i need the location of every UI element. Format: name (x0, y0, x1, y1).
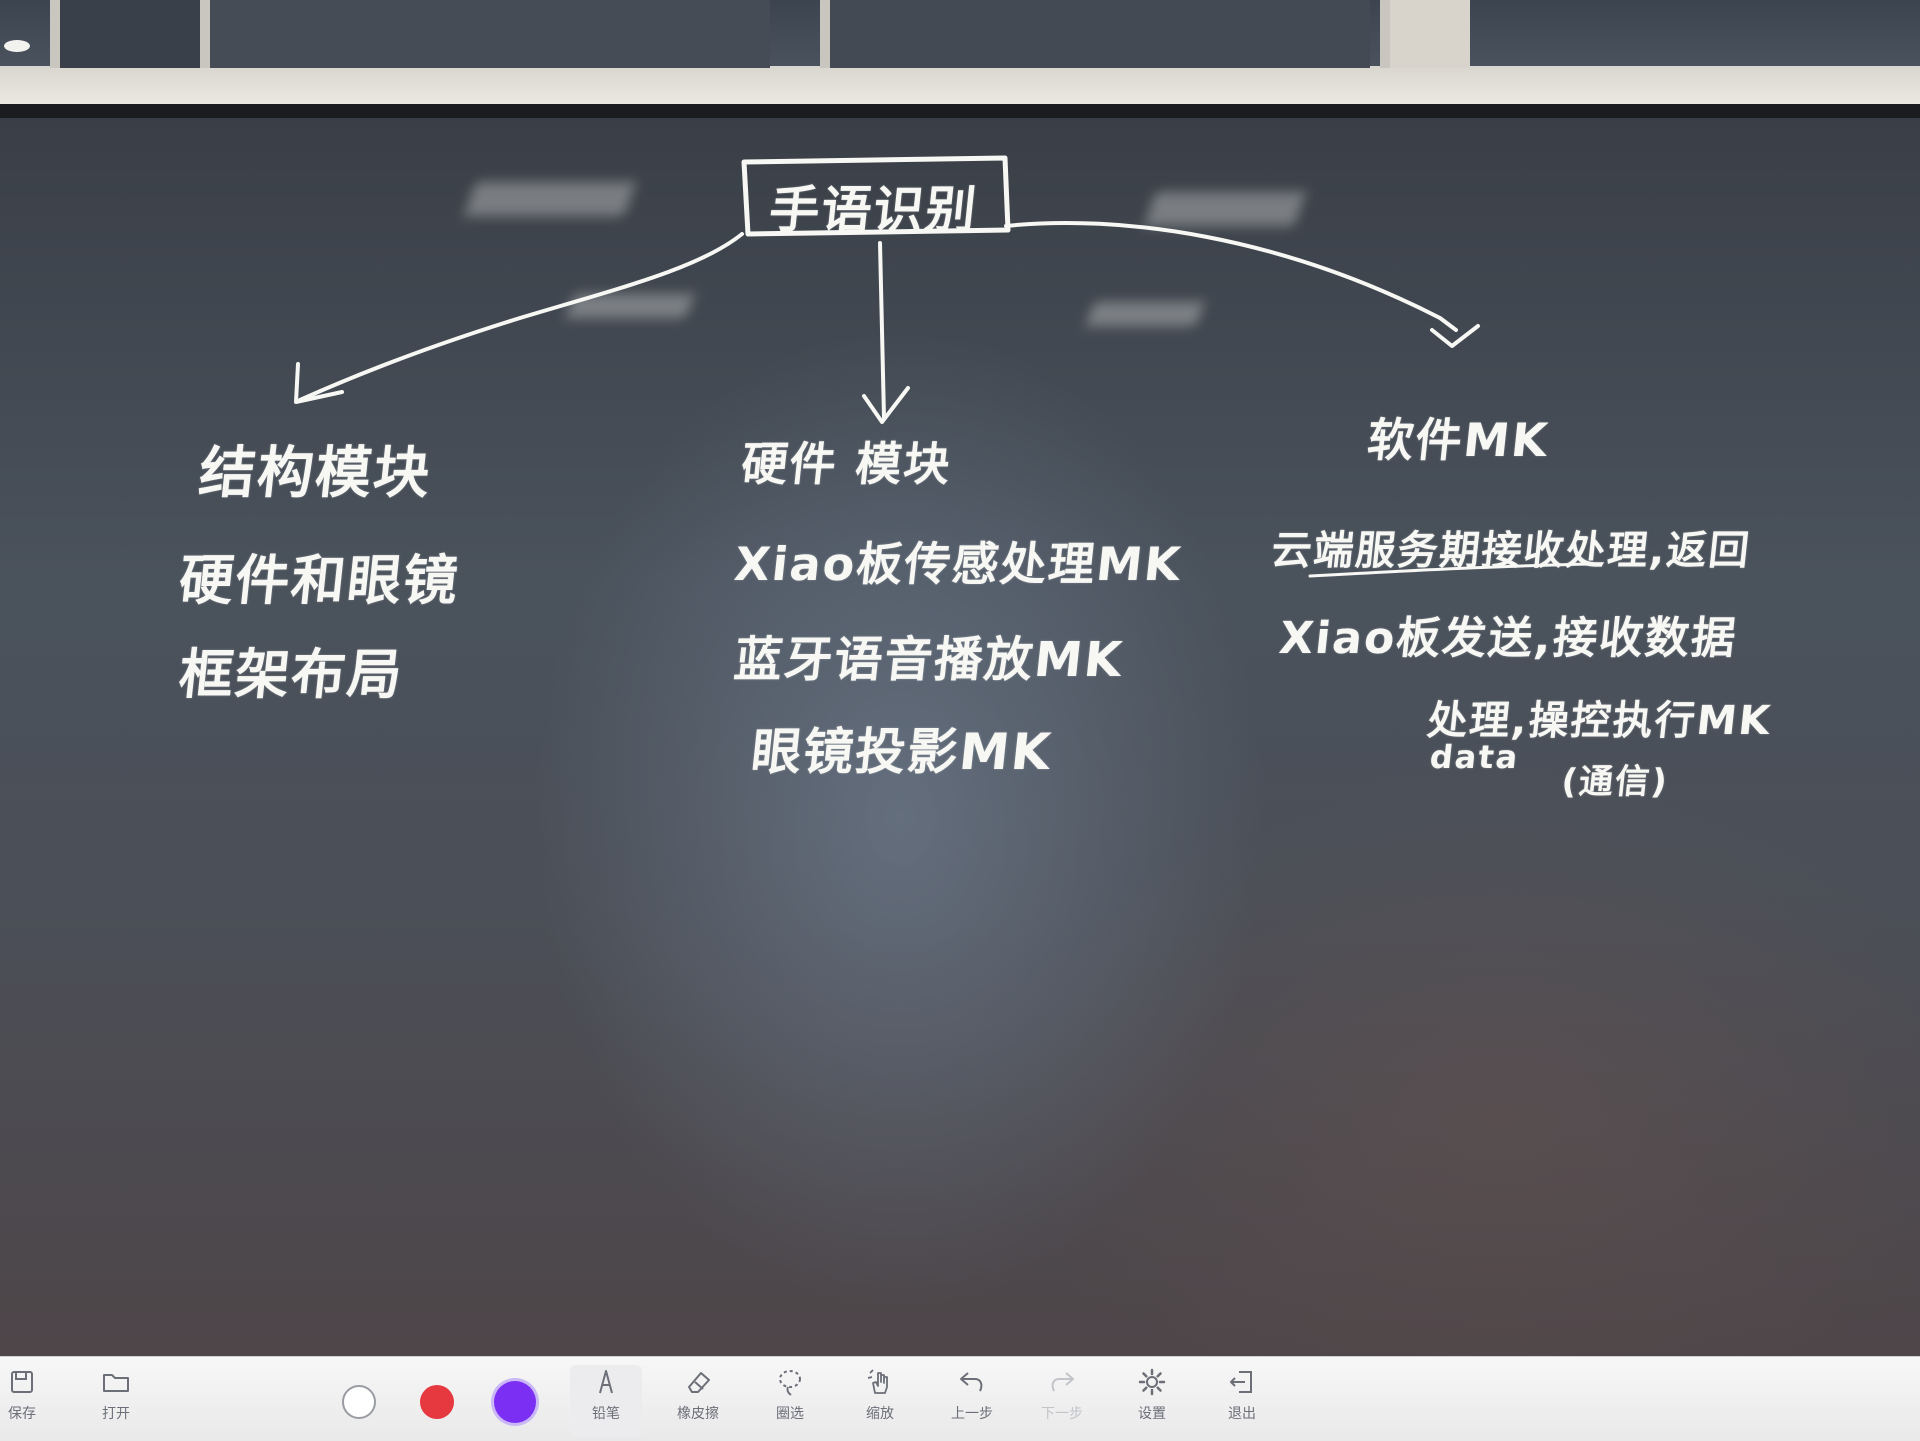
open-label: 打开 (102, 1406, 130, 1422)
hardware-line-2: 蓝牙语音播放MK (731, 632, 1127, 688)
hardware-module-header: 硬件 模块 (738, 437, 955, 491)
undo-icon (960, 1372, 983, 1392)
software-line-comm: (通信) (1559, 762, 1671, 802)
arrow-right (1004, 220, 1458, 332)
pencil-label: 铅笔 (592, 1406, 620, 1422)
structure-module-header: 结构模块 (196, 441, 435, 506)
exit-icon (1230, 1371, 1252, 1393)
save-icon (11, 1371, 33, 1393)
software-line-data: data (1428, 738, 1522, 776)
arrowhead-left (294, 362, 344, 404)
window-pane (200, 0, 770, 68)
title-box-stroke (741, 155, 1011, 237)
lasso-icon (779, 1370, 801, 1396)
pencil-tool[interactable]: 铅笔 (570, 1365, 642, 1437)
room-background (0, 0, 1920, 110)
zoom-tool[interactable]: 缩放 (844, 1365, 916, 1437)
gear-icon (1138, 1368, 1166, 1396)
ceiling-light (4, 40, 30, 52)
underline-stroke (1308, 562, 1592, 578)
pencil-icon (599, 1370, 613, 1394)
arrowhead-right (1430, 324, 1480, 348)
smart-board: 手语识别 结构模块 硬件和眼镜 框架布局 硬件 模块 Xiao板传感处理MK 蓝… (0, 104, 1920, 1440)
hardware-line-3: 眼镜投影MK (748, 723, 1056, 781)
color-swatch-purple[interactable] (494, 1381, 536, 1423)
hardware-line-1: Xiao板传感处理MK (731, 537, 1185, 591)
folder-icon (103, 1374, 129, 1392)
arrow-left (298, 232, 744, 402)
redo-button[interactable]: 下一步 (1026, 1365, 1098, 1437)
undo-label: 上一步 (951, 1406, 993, 1422)
window-pane (50, 0, 200, 68)
zoom-label: 缩放 (866, 1406, 894, 1422)
save-button[interactable]: 保存 (0, 1365, 58, 1437)
lasso-tool[interactable]: 圈选 (754, 1365, 826, 1437)
save-label: 保存 (8, 1406, 36, 1422)
color-swatch-white[interactable] (342, 1385, 376, 1419)
software-line-1: 云端服务期接收处理,返回 (1269, 528, 1754, 574)
arrow-middle (878, 241, 886, 420)
settings-label: 设置 (1138, 1406, 1166, 1422)
redo-icon (1051, 1372, 1074, 1392)
eraser-icon (688, 1372, 710, 1393)
mindmap-title: 手语识别 (766, 181, 981, 239)
hand-zoom-icon (867, 1369, 888, 1394)
window-pane (820, 0, 1370, 68)
software-module-header: 软件MK (1364, 413, 1552, 467)
structure-line-2: 框架布局 (176, 643, 407, 706)
redo-label: 下一步 (1041, 1406, 1083, 1422)
lasso-label: 圈选 (776, 1406, 804, 1422)
ink-strokes (294, 155, 1592, 578)
structure-line-1: 硬件和眼镜 (176, 549, 463, 612)
eraser-tool[interactable]: 橡皮擦 (662, 1365, 734, 1437)
software-line-2: Xiao板发送,接收数据 (1276, 613, 1740, 664)
whiteboard-toolbar: 保存 打开 铅笔 橡皮擦 圈选 缩放 上一步 下一步 设置 退出 (0, 1356, 1920, 1441)
whiteboard-canvas[interactable]: 手语识别 结构模块 硬件和眼镜 框架布局 硬件 模块 Xiao板传感处理MK 蓝… (0, 118, 1920, 1438)
open-button[interactable]: 打开 (80, 1365, 152, 1437)
settings-button[interactable]: 设置 (1116, 1365, 1188, 1437)
exit-label: 退出 (1228, 1406, 1256, 1422)
exit-button[interactable]: 退出 (1206, 1365, 1278, 1437)
eraser-label: 橡皮擦 (677, 1406, 719, 1422)
arrowhead-middle (862, 386, 910, 424)
undo-button[interactable]: 上一步 (936, 1365, 1008, 1437)
color-swatch-red[interactable] (420, 1385, 454, 1419)
window-pane (1380, 0, 1470, 68)
